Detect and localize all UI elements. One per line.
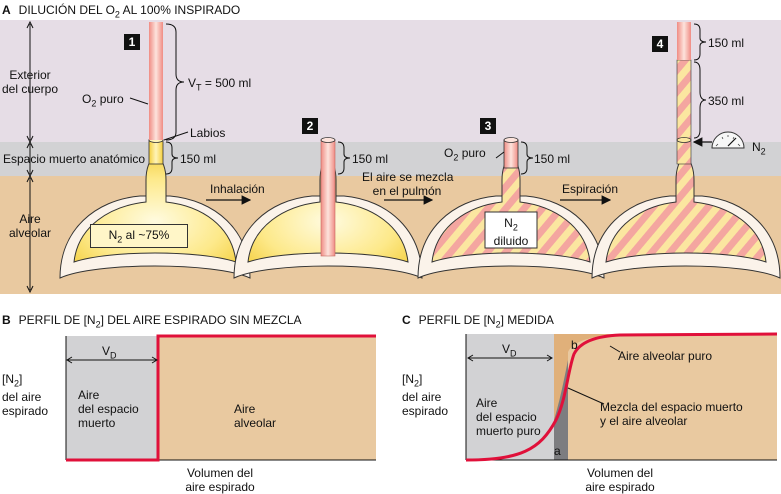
vt-label: VT = 500 ml — [188, 76, 252, 93]
ml350-label: 350 ml — [708, 94, 745, 108]
ml150-label-3: 150 ml — [534, 152, 571, 166]
panel-c-alveolar-label: Aire alveolar puro — [618, 349, 713, 363]
panel-b-vd-label: VD — [102, 344, 117, 361]
n2-diluido-label: N2 diluido — [493, 216, 529, 249]
panel-b-letter: B — [2, 313, 11, 327]
panel-b-ylabel: [N2] del aire espirado — [2, 372, 49, 419]
panel-a-letter: A — [2, 3, 11, 17]
panel-c-ylabel: [N2] del aire espirado — [402, 372, 449, 419]
chart-c-deadspace-area — [466, 334, 554, 460]
step-1-badge: 1 — [124, 34, 140, 50]
chart-c — [465, 332, 778, 462]
lung-2 — [233, 137, 423, 279]
ml150-label-2: 150 ml — [352, 152, 389, 166]
lung-3 — [417, 137, 605, 279]
n2-75-box: N2 al ~75% — [90, 224, 188, 248]
braces — [165, 23, 707, 175]
panel-c-letter: C — [402, 313, 411, 327]
step-4-badge: 4 — [652, 36, 668, 52]
step-2-badge: 2 — [302, 118, 318, 134]
n2-meter-label: N2 — [752, 140, 766, 157]
labios-label: Labios — [190, 126, 226, 140]
chart-b-n2-curve — [66, 334, 376, 462]
lung-4 — [591, 22, 781, 279]
chart-b-deadspace-area — [66, 336, 158, 460]
chart-c-alveolar-area — [568, 334, 777, 460]
panel-c-a-label: a — [554, 444, 561, 458]
step-3-badge: 3 — [480, 118, 496, 134]
panel-c-b-label: b — [571, 338, 578, 352]
o2-puro-label-1: O2 puro — [82, 92, 124, 109]
pointers — [129, 97, 505, 159]
panel-c-vd-label: VD — [502, 342, 517, 359]
zone-arrows — [26, 20, 34, 294]
n2-meter-icon — [692, 131, 745, 149]
espiracion-label: Espiración — [562, 182, 619, 196]
ml150-label-1: 150 ml — [180, 152, 217, 166]
chart-c-n2-curve — [465, 332, 778, 462]
ml150-label-4: 150 ml — [708, 36, 745, 50]
chart-b-alveolar-area — [158, 336, 376, 460]
o2-puro-label-3: O2 puro — [444, 146, 486, 163]
chart-b — [65, 334, 376, 462]
inhalacion-label: Inhalación — [210, 182, 265, 196]
deadspace-label: Espacio muerto anatómico — [3, 152, 146, 166]
deadspace-zone — [0, 142, 781, 176]
